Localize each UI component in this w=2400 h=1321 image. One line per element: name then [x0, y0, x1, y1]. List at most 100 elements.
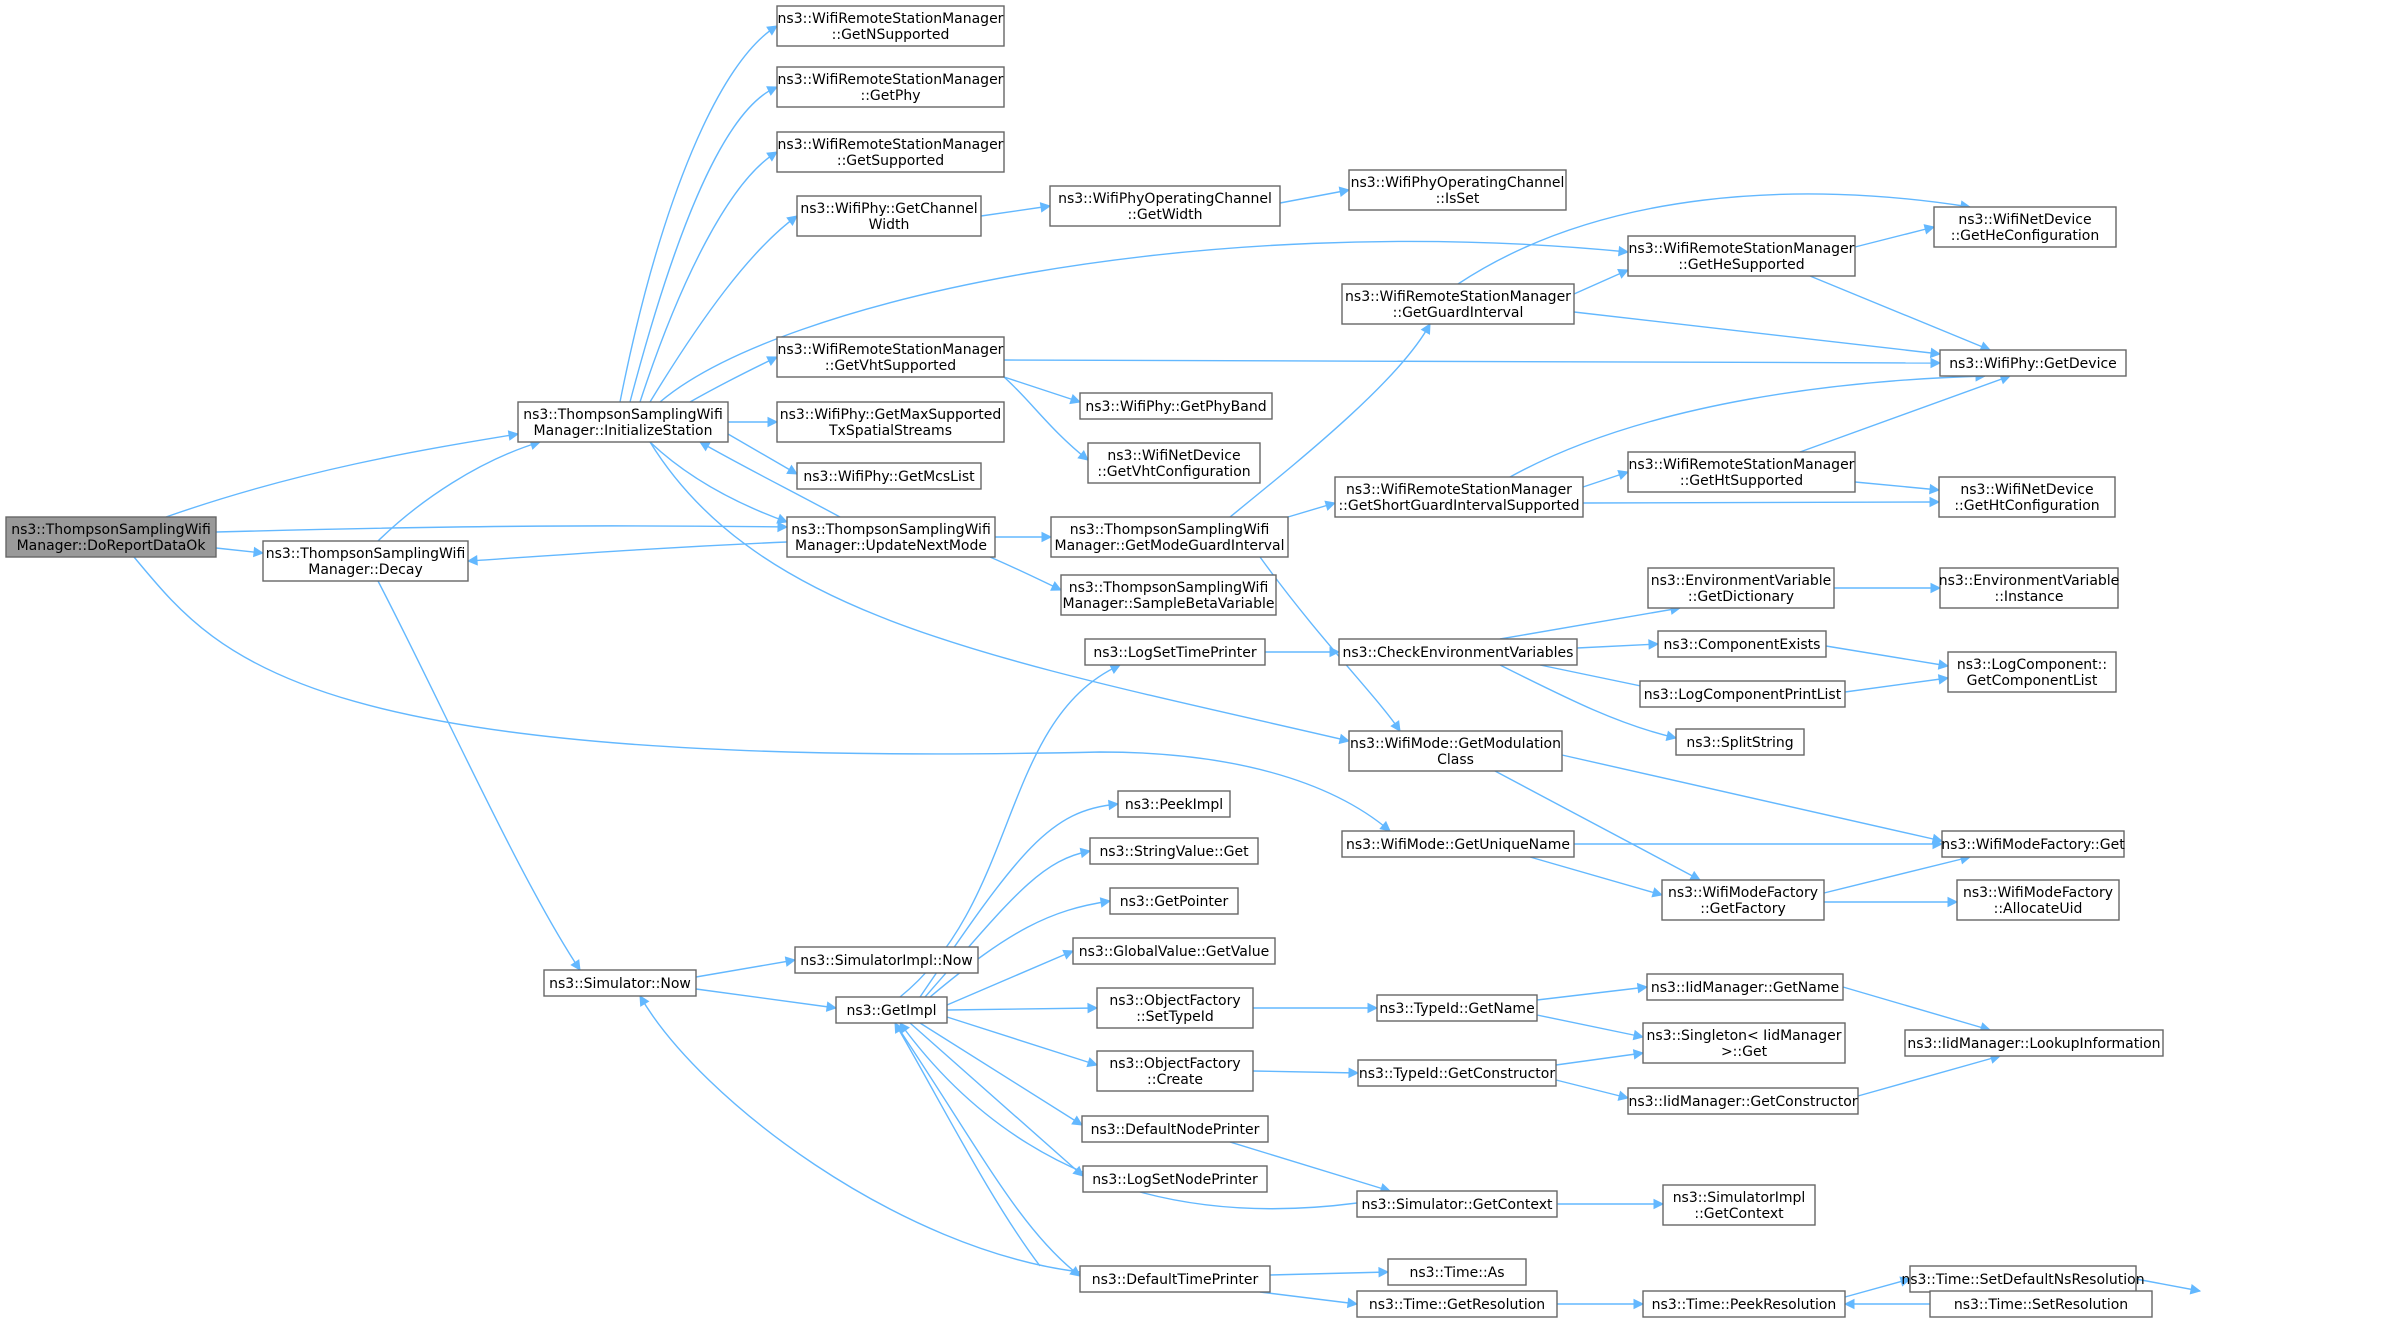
node-getdevice[interactable]: ns3::WifiPhy::GetDevice [1939, 349, 2127, 377]
node-allocuid[interactable]: ns3::WifiModeFactory::AllocateUid [1956, 879, 2120, 921]
node-lookup[interactable]: ns3::IidManager::LookupInformation [1904, 1029, 2164, 1057]
node-envdict[interactable]: ns3::EnvironmentVariable::GetDictionary [1647, 567, 1835, 609]
node-envinst[interactable]: ns3::EnvironmentVariable::Instance [1939, 567, 2120, 609]
node-peekres[interactable]: ns3::Time::PeekResolution [1642, 1290, 1846, 1318]
node-setres[interactable]: ns3::Time::SetResolution [1929, 1290, 2153, 1318]
node-getnsupp[interactable]: ns3::WifiRemoteStationManager::GetNSuppo… [776, 5, 1005, 47]
node-splitstring[interactable]: ns3::SplitString [1675, 728, 1805, 756]
node-wmfget[interactable]: ns3::WifiModeFactory::Get [1941, 830, 2125, 858]
call-edge-init-to-mcslist [727, 433, 798, 475]
edge-line [1003, 359, 1941, 364]
edge-line [619, 25, 778, 403]
node-label-line: ::SetTypeId [1136, 1009, 1214, 1025]
node-label-line: ns3::DefaultNodePrinter [1091, 1122, 1260, 1138]
node-label-line: ns3::ThompsonSamplingWifi [11, 522, 211, 538]
node-setdefns[interactable]: ns3::Time::SetDefaultNsResolution [1901, 1265, 2145, 1293]
node-box [1627, 451, 1856, 493]
node-compexists[interactable]: ns3::ComponentExists [1657, 630, 1827, 658]
node-getfactory[interactable]: ns3::WifiModeFactory::GetFactory [1661, 879, 1825, 921]
node-init[interactable]: ns3::ThompsonSamplingWifiManager::Initia… [517, 401, 729, 443]
node-root[interactable]: ns3::ThompsonSamplingWifiManager::DoRepo… [5, 516, 217, 558]
node-mcslist[interactable]: ns3::WifiPhy::GetMcsList [796, 462, 982, 490]
node-box [1939, 349, 2127, 377]
node-gi[interactable]: ns3::WifiRemoteStationManager::GetGuardI… [1341, 283, 1575, 325]
node-strget[interactable]: ns3::StringValue::Get [1089, 837, 1259, 865]
node-box [1647, 567, 1835, 609]
node-phyband[interactable]: ns3::WifiPhy::GetPhyBand [1079, 392, 1273, 420]
node-vhtsupp[interactable]: ns3::WifiRemoteStationManager::GetVhtSup… [776, 336, 1005, 378]
node-tidgetname[interactable]: ns3::TypeId::GetName [1376, 994, 1538, 1022]
edge-arrowhead [1617, 469, 1630, 481]
node-label-line: ns3::Time::SetResolution [1954, 1297, 2128, 1313]
node-implnow[interactable]: ns3::SimulatorImpl::Now [794, 946, 979, 974]
node-peekimpl[interactable]: ns3::PeekImpl [1117, 790, 1231, 818]
node-settypeid[interactable]: ns3::ObjectFactory::SetTypeId [1096, 987, 1254, 1029]
node-getsupp[interactable]: ns3::WifiRemoteStationManager::GetSuppor… [776, 131, 1005, 173]
edge-line [1536, 986, 1648, 1001]
node-hesupp[interactable]: ns3::WifiRemoteStationManager::GetHeSupp… [1627, 235, 1856, 277]
node-getimpl[interactable]: ns3::GetImpl [835, 996, 948, 1024]
node-logsettp[interactable]: ns3::LogSetTimePrinter [1084, 638, 1266, 666]
node-box [796, 462, 982, 490]
node-heconf[interactable]: ns3::WifiNetDevice::GetHeConfiguration [1933, 206, 2117, 248]
node-getphy[interactable]: ns3::WifiRemoteStationManager::GetPhy [776, 66, 1005, 108]
node-checkenv[interactable]: ns3::CheckEnvironmentVariables [1338, 638, 1578, 666]
node-deftime[interactable]: ns3::DefaultTimePrinter [1079, 1265, 1271, 1293]
node-box [1341, 830, 1575, 858]
node-timeas[interactable]: ns3::Time::As [1387, 1258, 1527, 1286]
node-tidgetctor[interactable]: ns3::TypeId::GetConstructor [1357, 1059, 1557, 1087]
call-edge-vhtsupp-to-getdevice [1003, 357, 1942, 369]
edge-arrowhead [1379, 820, 1391, 832]
edge-line [1509, 375, 1986, 478]
node-gvget[interactable]: ns3::GlobalValue::GetValue [1072, 937, 1276, 965]
node-label-line: Manager::SampleBetaVariable [1062, 596, 1274, 612]
node-logcompprint[interactable]: ns3::LogComponentPrintList [1639, 680, 1846, 708]
node-vhtconf[interactable]: ns3::WifiNetDevice::GetVhtConfiguration [1087, 442, 1261, 484]
call-edge-modegi-to-sgisupp [1287, 500, 1337, 518]
node-update[interactable]: ns3::ThompsonSamplingWifiManager::Update… [786, 516, 996, 558]
node-htsupp[interactable]: ns3::WifiRemoteStationManager::GetHtSupp… [1627, 451, 1856, 493]
edge-arrowhead [1929, 496, 1941, 508]
node-box [1049, 185, 1281, 227]
call-edge-htsupp-to-htconf [1854, 481, 1941, 495]
node-opchanwidth[interactable]: ns3::WifiPhyOperatingChannel::GetWidth [1049, 185, 1281, 227]
node-label-line: ::GetDictionary [1688, 589, 1794, 605]
node-label-line: ns3::WifiMode::GetUniqueName [1346, 837, 1570, 853]
call-edge-gi-to-hesupp [1573, 268, 1630, 295]
node-logsetnode[interactable]: ns3::LogSetNodePrinter [1082, 1165, 1268, 1193]
node-isset[interactable]: ns3::WifiPhyOperatingChannel::IsSet [1348, 169, 1567, 211]
node-maxss[interactable]: ns3::WifiPhy::GetMaxSupportedTxSpatialSt… [776, 401, 1005, 443]
node-simctx[interactable]: ns3::Simulator::GetContext [1356, 1190, 1558, 1218]
node-box [1627, 1087, 1859, 1115]
edge-line [695, 988, 837, 1009]
node-singget[interactable]: ns3::Singleton< IidManager>::Get [1642, 1022, 1846, 1064]
node-complist[interactable]: ns3::LogComponent::GetComponentList [1947, 651, 2117, 693]
call-edge-init-to-getnsupp [619, 25, 778, 403]
call-edge-init-to-update [649, 441, 789, 524]
node-label-line: ns3::PeekImpl [1125, 797, 1223, 813]
node-beta[interactable]: ns3::ThompsonSamplingWifiManager::Sample… [1060, 574, 1277, 616]
node-iidgetctor[interactable]: ns3::IidManager::GetConstructor [1627, 1087, 1859, 1115]
node-simnow[interactable]: ns3::Simulator::Now [543, 969, 697, 997]
edge-line [659, 240, 1629, 403]
node-sgisupp[interactable]: ns3::WifiRemoteStationManager::GetShortG… [1334, 476, 1584, 518]
edge-line [1259, 1291, 1358, 1305]
node-getres[interactable]: ns3::Time::GetResolution [1356, 1290, 1558, 1318]
node-htconf[interactable]: ns3::WifiNetDevice::GetHtConfiguration [1938, 476, 2116, 518]
edge-line [1499, 664, 1677, 739]
node-getuniq[interactable]: ns3::WifiMode::GetUniqueName [1341, 830, 1575, 858]
node-modegi[interactable]: ns3::ThompsonSamplingWifiManager::GetMod… [1050, 516, 1289, 558]
node-iidgetname[interactable]: ns3::IidManager::GetName [1646, 973, 1844, 1001]
node-label-line: ::GetHtSupported [1680, 473, 1803, 489]
node-implctx[interactable]: ns3::SimulatorImpl::GetContext [1662, 1184, 1816, 1226]
node-defnode[interactable]: ns3::DefaultNodePrinter [1081, 1115, 1269, 1143]
node-getptr[interactable]: ns3::GetPointer [1109, 887, 1239, 915]
node-ofcreate[interactable]: ns3::ObjectFactory::Create [1096, 1050, 1254, 1092]
edge-line [924, 850, 1091, 998]
edge-arrowhead [2189, 1284, 2202, 1295]
edge-line [699, 441, 841, 518]
